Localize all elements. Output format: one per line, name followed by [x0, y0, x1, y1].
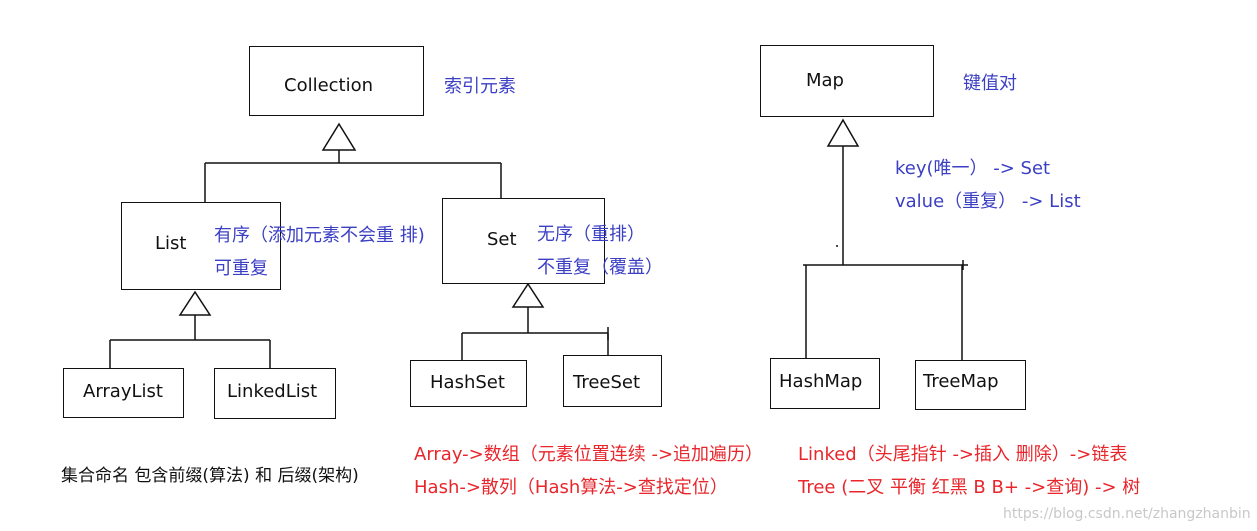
- tree-note: Tree (二叉 平衡 红黑 B B+ ->查询) -> 树: [798, 477, 1141, 498]
- map-inherit-arrow: [826, 118, 860, 147]
- treeset-label: TreeSet: [573, 372, 641, 393]
- watermark: https://blog.csdn.net/zhangzhanbin: [1003, 506, 1251, 522]
- arraylist-node: [63, 368, 184, 418]
- map-label: Map: [806, 70, 844, 91]
- map-note: 键值对: [963, 73, 1017, 94]
- hash-note: Hash->散列（Hash算法->查找定位）: [414, 477, 728, 498]
- collection-note: 索引元素: [444, 76, 516, 97]
- linked-note: Linked（头尾指针 ->插入 删除）->链表: [798, 444, 1128, 465]
- array-note: Array->数组（元素位置连续 ->追加遍历）: [414, 444, 764, 465]
- list-label: List: [155, 233, 187, 254]
- list-note-line2: 可重复: [214, 258, 268, 279]
- set-note-line2: 不重复（覆盖）: [537, 257, 663, 278]
- map-node: [760, 45, 934, 117]
- hashmap-label: HashMap: [779, 371, 863, 392]
- naming-note: 集合命名 包含前缀(算法) 和 后缀(架构): [61, 466, 359, 486]
- map-value-note: value（重复） -> List: [895, 191, 1081, 212]
- treemap-node: [915, 360, 1026, 410]
- collection-node: [249, 46, 424, 116]
- linkedlist-label: LinkedList: [227, 381, 318, 402]
- treeset-node: [563, 355, 662, 407]
- set-inherit-arrow: [511, 282, 545, 308]
- set-note-line1: 无序（重排）: [537, 224, 645, 245]
- collection-inherit-arrow: [321, 122, 357, 151]
- linkedlist-node: [214, 368, 336, 419]
- hashmap-node: [770, 358, 880, 409]
- collection-label: Collection: [284, 75, 374, 96]
- list-node: [121, 202, 281, 290]
- hashset-label: HashSet: [430, 372, 505, 393]
- arraylist-label: ArrayList: [83, 381, 163, 402]
- treemap-label: TreeMap: [923, 371, 999, 392]
- map-key-note: key(唯一） -> Set: [895, 158, 1051, 179]
- list-note-line1: 有序（添加元素不会重 排): [214, 225, 425, 246]
- set-node: [442, 198, 605, 284]
- list-inherit-arrow: [178, 290, 212, 316]
- set-label: Set: [487, 229, 517, 250]
- hashset-node: [410, 360, 527, 407]
